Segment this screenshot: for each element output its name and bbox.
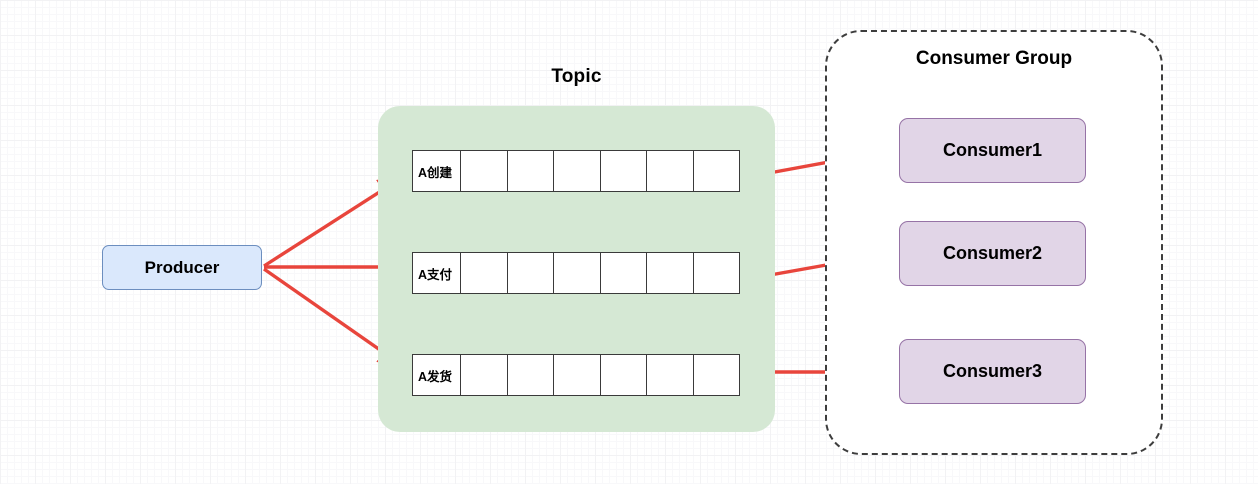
partition-cell (507, 151, 554, 191)
partition-cell (600, 151, 647, 191)
partition-row[interactable]: A创建 (412, 150, 740, 192)
consumer-node-1[interactable]: Consumer1 (899, 118, 1086, 183)
partition-row[interactable]: A支付 (412, 252, 740, 294)
consumer-node-3[interactable]: Consumer3 (899, 339, 1086, 404)
partition-cell (693, 151, 739, 191)
consumer-label: Consumer3 (942, 361, 1043, 381)
partition-cell (461, 151, 508, 191)
partition-cell (554, 253, 601, 293)
partition-cell (600, 355, 647, 395)
partition-cell (647, 151, 694, 191)
partition-cell (507, 355, 554, 395)
producer-label: Producer (144, 257, 220, 277)
consumer-node-2[interactable]: Consumer2 (899, 221, 1086, 286)
partition-label-cell: A发货 (413, 355, 461, 395)
partition-cell (461, 253, 508, 293)
consumer-label: Consumer1 (942, 140, 1043, 160)
partition-label-cell: A创建 (413, 151, 461, 191)
partition-row[interactable]: A发货 (412, 354, 740, 396)
partition-cell (461, 355, 508, 395)
producer-node[interactable]: Producer (102, 245, 262, 290)
consumer-label: Consumer2 (942, 243, 1043, 263)
consumer-group-title: Consumer Group (915, 48, 1073, 69)
partition-cell (647, 253, 694, 293)
partition-label-cell: A支付 (413, 253, 461, 293)
partition-cell (693, 253, 739, 293)
topic-title: Topic (551, 66, 602, 87)
partition-cell (600, 253, 647, 293)
partition-cell (693, 355, 739, 395)
partition-cell (507, 253, 554, 293)
partition-cell (554, 355, 601, 395)
partition-cell (554, 151, 601, 191)
partition-cell (647, 355, 694, 395)
